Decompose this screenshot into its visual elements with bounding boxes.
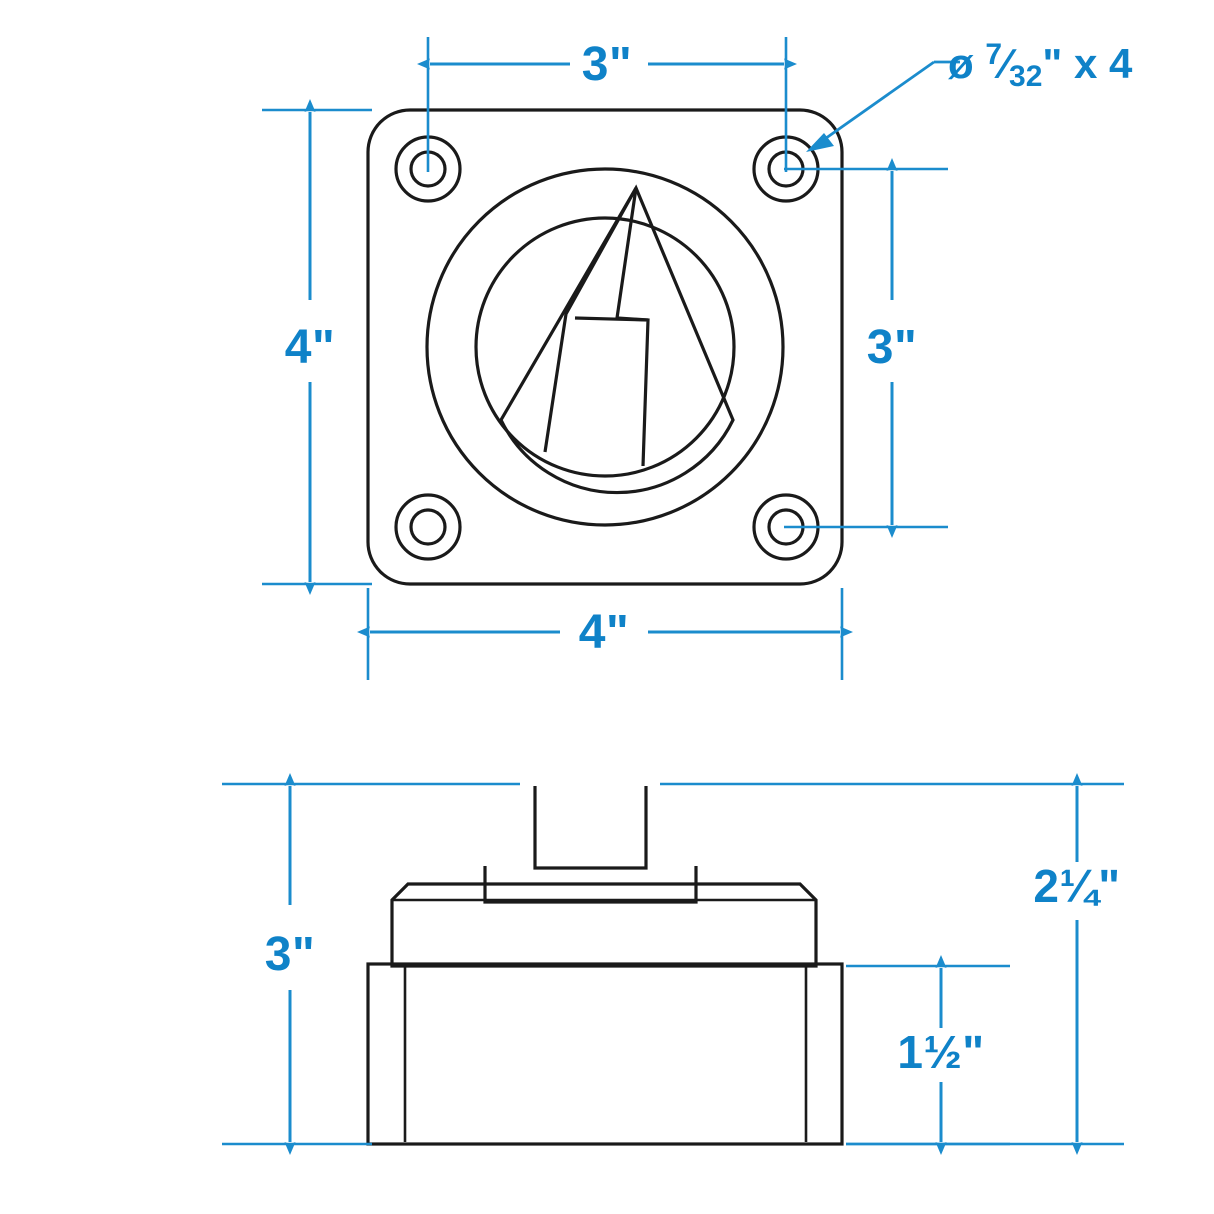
dim-front-left-height: 4" [262, 99, 372, 595]
dim-label-front-bottom: 4" [579, 606, 629, 659]
dim-front-bottom-width: 4" [357, 588, 853, 680]
side-view: 3" 2¼" 1½" [222, 773, 1124, 1155]
diameter-symbol: ø [948, 40, 974, 87]
inch-mark: " [1042, 40, 1062, 87]
callout-hole-label: ø 7⁄32" x 4 [948, 38, 1133, 93]
logo-teardrop [499, 184, 735, 495]
dim-side-left-height: 3" [222, 773, 520, 1155]
front-view: 3" 4" 3" [262, 37, 1133, 680]
dim-front-top-hole-spacing: 3" [417, 37, 797, 172]
leader-arrowhead [806, 133, 834, 152]
fraction-denominator: 32 [1009, 60, 1042, 93]
multiplier: x 4 [1074, 40, 1133, 87]
dim-label-side-base: 1½" [897, 1026, 984, 1078]
callout-hole-diameter: ø 7⁄32" x 4 [806, 38, 1133, 152]
knob-outer-circle [425, 167, 785, 527]
bezel-body [390, 882, 818, 968]
logo-a-right-leg [615, 187, 650, 467]
dim-label-front-top: 3" [582, 38, 632, 91]
mounting-hole-bottom-left [394, 493, 462, 561]
logo-a-crossbar [574, 316, 649, 322]
base-body [366, 962, 844, 1146]
leader-line [811, 60, 935, 150]
dim-side-base-height: 1½" [846, 955, 1010, 1155]
knob-stem [533, 786, 648, 870]
knob-inner-circle [474, 216, 736, 478]
logo-a-left-leg [543, 187, 638, 453]
dim-front-right-hole-spacing: 3" [784, 158, 948, 538]
dim-label-side-right: 2¼" [1033, 860, 1120, 912]
dim-label-side-left: 3" [265, 928, 315, 981]
fraction-numerator: 7 [985, 38, 1002, 71]
dim-label-front-left: 4" [285, 321, 335, 374]
mounting-plate-outline [366, 108, 844, 586]
dim-label-front-right: 3" [867, 321, 917, 374]
